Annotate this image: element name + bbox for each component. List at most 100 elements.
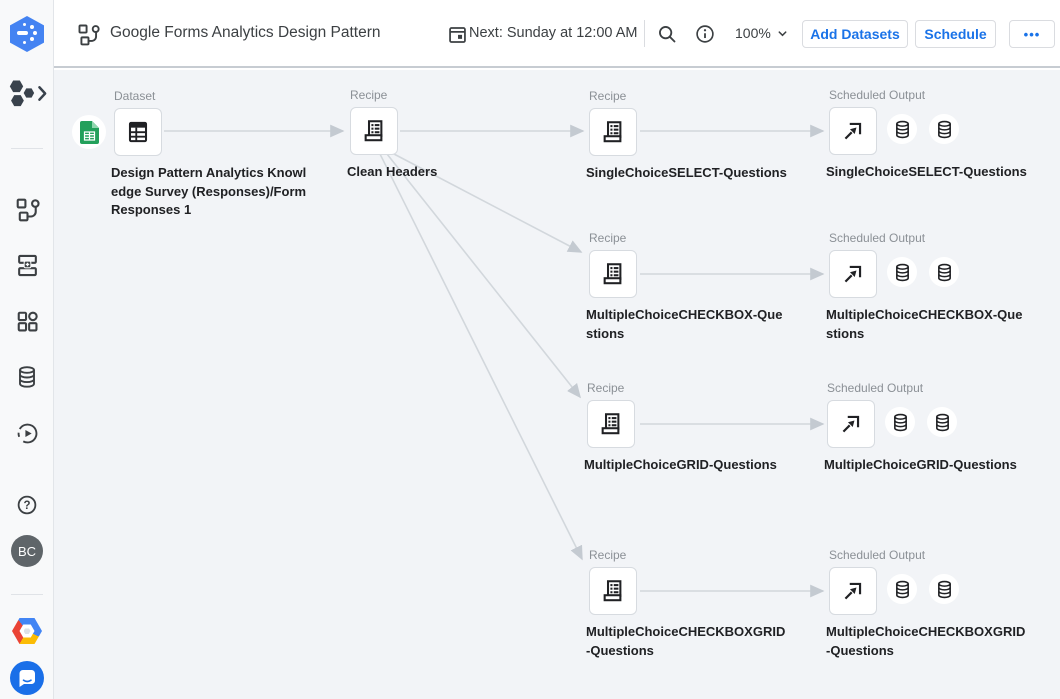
node-name: SingleChoiceSELECT-Questions [586,165,787,180]
output-node-card[interactable] [827,400,875,448]
chat-bubble-icon [10,661,44,695]
page-title: Google Forms Analytics Design Pattern [110,24,381,41]
recipe-node-card[interactable] [350,107,398,155]
node-output-multiplechoicecheckboxgrid: Scheduled Output Multiple [826,548,1025,658]
svg-text:?: ? [23,500,30,512]
output-destination-database-icon[interactable] [929,574,959,604]
recipe-node-card[interactable] [589,567,637,615]
node-type-label: Recipe [589,231,627,245]
header-divider [644,20,645,47]
dataprep-hexagon-icon [10,16,44,52]
node-type-label: Dataset [114,89,156,103]
search-icon[interactable] [655,22,679,46]
node-output-multiplechoicegrid: Scheduled Output Multiple [824,381,1017,472]
node-name: MultipleChoiceCHECKBOX-Que stions [826,307,1023,341]
database-icon [19,366,35,388]
output-destination-database-icon[interactable] [885,407,915,437]
info-icon[interactable] [693,22,717,46]
sidebar-divider [11,594,43,595]
google-cloud-hexagon-icon [12,618,42,644]
node-name: MultipleChoiceCHECKBOX-Que stions [586,307,783,341]
recipe-node-card[interactable] [587,400,635,448]
node-output-multiplechoicecheckbox: Scheduled Output Multiple [826,231,1022,341]
output-icon [844,582,862,600]
sidebar-item-datasets[interactable] [0,359,54,395]
grid-apps-icon [17,311,38,332]
avatar-initials: BC [11,535,43,567]
node-type-label: Recipe [589,89,627,103]
node-recipe-multiplechoicegrid: Recipe MultipleChoiceGRID-Questions [584,381,777,472]
zoom-level-control[interactable]: 100% [735,0,788,66]
node-clean-headers: Recipe Clean Headers [347,88,437,179]
flow-icon [16,198,40,221]
sidebar-item-flows[interactable] [0,191,54,227]
recipe-node-card[interactable] [589,108,637,156]
sidebar-item-flows-library[interactable] [0,73,54,113]
sidebar-item-plans[interactable] [0,247,54,283]
node-type-label: Scheduled Output [829,548,926,562]
output-icon [844,122,862,140]
sidebar-divider [11,148,43,149]
output-node-card[interactable] [829,567,877,615]
dataset-node-card[interactable] [114,108,162,156]
node-name: MultipleChoiceCHECKBOXGRID -Questions [586,624,786,658]
schedule-calendar-icon [445,22,469,46]
node-type-label: Scheduled Output [827,381,924,395]
recipe-icon [364,120,383,142]
job-run-icon [17,423,37,443]
output-node-card[interactable] [829,250,877,298]
add-datasets-button[interactable]: Add Datasets [802,20,908,48]
node-type-label: Recipe [350,88,388,102]
node-output-singlechoiceselect: Scheduled Output SingleCh [826,88,1027,179]
google-sheets-badge [72,115,106,149]
node-recipe-singlechoiceselect: Recipe SingleChoiceSELECT-Questions [586,89,787,180]
left-sidebar: ? BC [0,0,54,699]
sidebar-item-help[interactable]: ? [0,487,54,523]
recipe-icon [603,580,622,602]
node-type-label: Scheduled Output [829,88,926,102]
output-destination-database-icon[interactable] [887,114,917,144]
flow-edges [164,124,825,598]
flow-type-icon [76,22,100,46]
dataprep-logo[interactable] [0,14,54,54]
chevron-down-icon [778,30,787,36]
help-icon: ? [17,495,37,515]
zoom-level-value: 100% [735,25,771,41]
output-icon [844,265,862,283]
recipe-icon [603,263,622,285]
node-name: SingleChoiceSELECT-Questions [826,164,1027,179]
more-options-button[interactable]: ••• [1009,20,1055,48]
node-type-label: Scheduled Output [829,231,926,245]
output-destination-database-icon[interactable] [929,257,959,287]
flow-canvas[interactable]: Dataset Design Pattern Analytics Knowl e… [54,70,1060,699]
node-name: MultipleChoiceGRID-Questions [824,457,1017,472]
recipe-node-card[interactable] [589,250,637,298]
node-type-label: Recipe [587,381,625,395]
user-avatar[interactable]: BC [0,533,54,569]
sheets-file-icon [79,120,99,144]
plan-icon [17,254,37,276]
node-name: Clean Headers [347,164,438,179]
output-destination-database-icon[interactable] [887,574,917,604]
dataset-table-icon [128,121,148,143]
node-dataset: Dataset Design Pattern Analytics Knowl e… [72,89,306,217]
node-name: MultipleChoiceGRID-Questions [584,457,777,472]
sidebar-item-connections[interactable] [0,303,54,339]
output-icon [842,415,860,433]
sidebar-item-jobs[interactable] [0,415,54,451]
recipe-icon [603,121,622,143]
hexagons-chevron-icon [9,80,47,107]
next-run-status: Next: Sunday at 12:00 AM [469,25,638,41]
output-node-card[interactable] [829,107,877,155]
node-name: MultipleChoiceCHECKBOXGRID -Questions [826,624,1026,658]
node-name: Design Pattern Analytics Knowl edge Surv… [111,165,307,217]
output-destination-database-icon[interactable] [887,257,917,287]
recipe-icon [601,413,620,435]
node-recipe-multiplechoicecheckboxgrid: Recipe MultipleChoiceCHECKBOXGRID -Quest… [586,548,785,658]
chat-support-launcher[interactable] [0,660,54,696]
schedule-button[interactable]: Schedule [915,20,996,48]
output-destination-database-icon[interactable] [927,407,957,437]
node-type-label: Recipe [589,548,627,562]
node-recipe-multiplechoicecheckbox: Recipe MultipleChoiceCHECKBOX-Que stions [586,231,782,341]
output-destination-database-icon[interactable] [929,114,959,144]
